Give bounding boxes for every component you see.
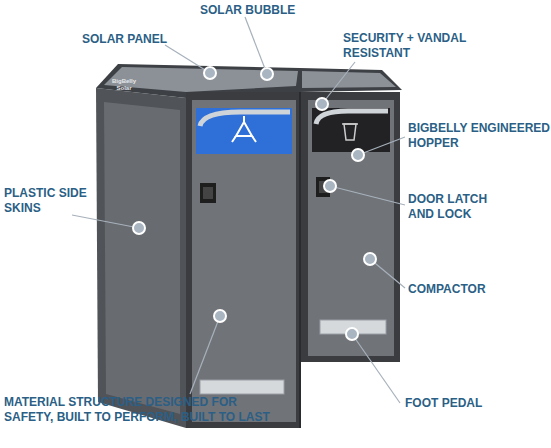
callout-dots [133, 67, 376, 340]
front-frame [300, 92, 400, 362]
callout-label: SOLAR BUBBLE [200, 3, 330, 18]
foot-pedal [200, 380, 284, 394]
waste-hopper [312, 108, 390, 152]
callout-label: MATERIAL STRUCTURE DESIGNED FOR SAFETY, … [4, 395, 284, 425]
callout-label: SOLAR PANEL [82, 32, 202, 47]
callout-label: BIGBELLY ENGINEERED HOPPER [408, 121, 551, 151]
callout-label: COMPACTOR [408, 282, 528, 297]
front-panel [192, 100, 296, 422]
callout-label: PLASTIC SIDE SKINS [4, 186, 104, 216]
side-panel [104, 102, 180, 414]
solar-panel [302, 71, 396, 88]
recycle-hopper [196, 108, 292, 154]
lid [300, 68, 402, 92]
side-skin [96, 88, 186, 428]
hopper-handle [316, 111, 388, 124]
unit-seam [299, 92, 301, 428]
callout-label: FOOT PEDAL [405, 396, 525, 411]
brand-logo: BigBelly Solar [110, 78, 138, 92]
leader-lines [72, 17, 405, 403]
front-panel [308, 100, 394, 356]
recycle-symbol [232, 116, 256, 142]
door-lock [203, 187, 213, 199]
callout-label: SECURITY + VANDAL RESISTANT [343, 31, 483, 61]
callout-label: DOOR LATCH AND LOCK [408, 192, 508, 222]
door-latch [200, 183, 216, 203]
solar-panel [104, 67, 298, 92]
front-frame [186, 92, 300, 428]
trash-symbol [342, 124, 358, 140]
